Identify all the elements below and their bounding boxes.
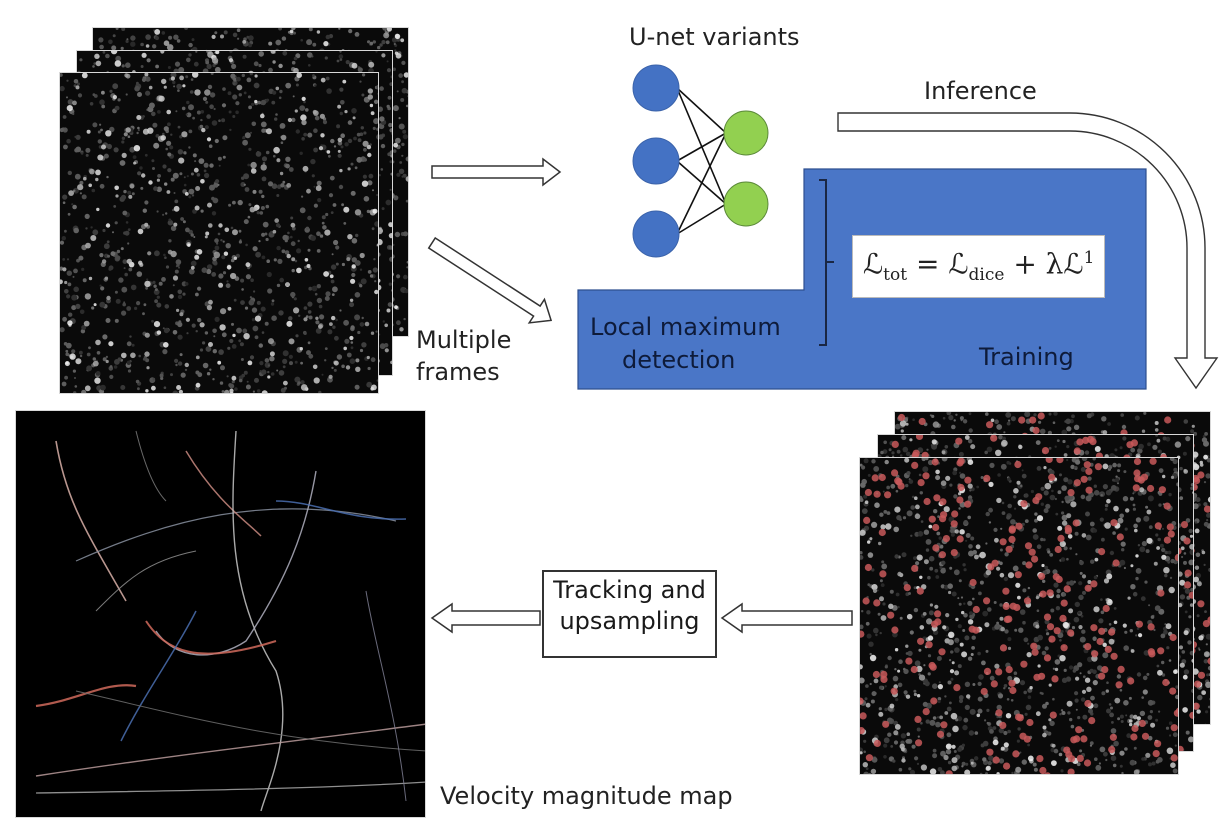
vessel-track (75, 690, 425, 752)
loss-formula: ℒtot = ℒdice + λℒ1 (852, 235, 1106, 298)
input-frame-front (59, 72, 379, 394)
arrow-to-training (427, 236, 553, 324)
multiple-frames-label-line2: frames (416, 358, 500, 386)
tracking-label-line1: Tracking and (553, 576, 706, 604)
output-node (723, 110, 769, 156)
velocity-magnitude-map (15, 410, 426, 818)
output-node (723, 181, 769, 227)
input-node (632, 137, 680, 185)
speckle-image (860, 458, 1178, 774)
inference-label: Inference (924, 77, 1037, 105)
speckle-image (60, 73, 378, 393)
network-edge (676, 87, 727, 134)
formula-term1-sub: dice (968, 264, 1005, 285)
formula-lhs-sub: tot (883, 264, 908, 285)
vessel-track (35, 723, 425, 777)
vessel-track (120, 610, 197, 742)
network-edge (676, 132, 727, 162)
local-max-label-line1: Local maximum (590, 313, 781, 341)
formula-eq: = (907, 247, 949, 281)
network-edge (676, 132, 727, 235)
vessel-track (185, 450, 262, 537)
local-max-label-line2: detection (622, 346, 736, 374)
input-node (632, 64, 680, 112)
arrow-to-unet (431, 157, 562, 187)
multiple-frames-label-line1: Multiple (416, 326, 512, 354)
tracking-upsampling-box: Tracking and upsampling (542, 570, 717, 658)
input-node (632, 210, 680, 258)
vessel-track (35, 781, 425, 794)
network-edge (676, 203, 727, 235)
unet-network-icon (632, 64, 769, 258)
formula-plus: + λℒ (1004, 247, 1084, 281)
vessel-track (95, 550, 197, 612)
arrow-to-tracking (720, 602, 853, 634)
vessel-track (275, 500, 407, 520)
network-edge (676, 87, 727, 205)
vessel-track (232, 430, 284, 812)
velocity-map-label: Velocity magnitude map (440, 782, 733, 810)
formula-term2-sup: 1 (1083, 248, 1095, 268)
vessel-track (135, 430, 167, 502)
formula-term1: ℒ (948, 247, 969, 281)
vessel-track (365, 590, 407, 802)
vessel-track (75, 508, 397, 562)
detection-frame-front (859, 457, 1179, 775)
vessel-track (155, 470, 317, 656)
tracking-label-line2: upsampling (559, 607, 700, 635)
formula-lhs: ℒ (863, 247, 884, 281)
unet-variants-label: U-net variants (629, 23, 800, 51)
arrow-to-velocity-map (430, 602, 541, 634)
vessel-track (55, 440, 127, 602)
vessel-track (35, 684, 137, 708)
vessel-track (145, 620, 277, 655)
vessel-tracks (35, 430, 425, 812)
inference-arrow (837, 112, 1219, 390)
training-label: Training (979, 343, 1074, 371)
